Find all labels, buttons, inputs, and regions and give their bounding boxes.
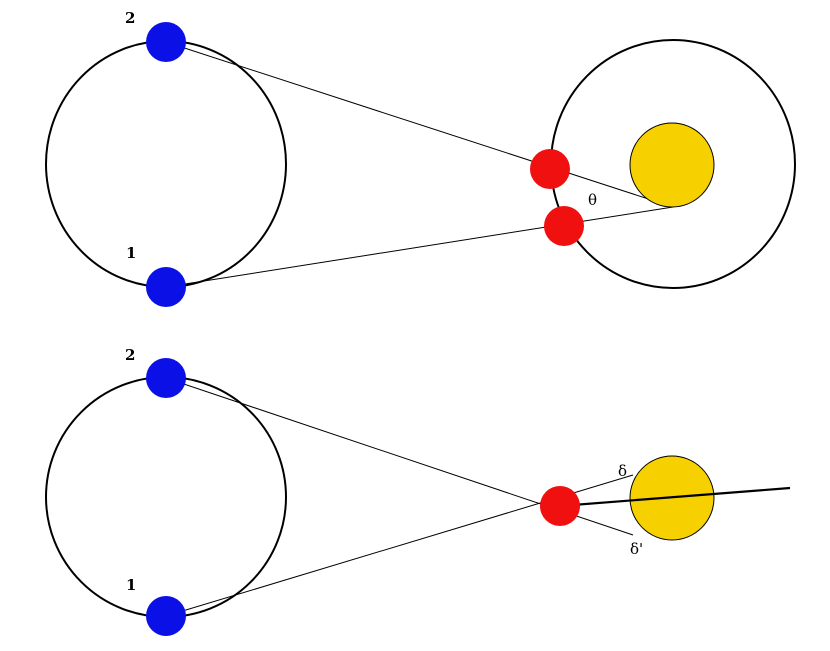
bottom-earth-label-1: 1 [126, 576, 136, 594]
top-earth-label-2: 2 [125, 9, 135, 27]
top-sight-line-from-2 [165, 41, 674, 208]
top-earth-position-1 [146, 267, 186, 307]
top-sun [629, 122, 715, 208]
top-planet-position-upper [530, 149, 570, 189]
bottom-earth-orbit [45, 376, 287, 618]
top-earth-position-2 [146, 22, 186, 62]
top-earth-orbit [45, 40, 287, 288]
bottom-earth-position-2 [146, 358, 186, 398]
top-earth-label-1: 1 [126, 244, 136, 262]
bottom-angle-label-delta: δ [618, 462, 627, 480]
bottom-reference-line [559, 486, 791, 508]
top-sight-line-from-1 [165, 206, 674, 288]
top-planet-position-lower [544, 206, 584, 246]
bottom-earth-position-1 [146, 596, 186, 636]
bottom-panel: 2 1 δ δ' [45, 346, 791, 636]
top-panel: 2 1 θ [45, 9, 796, 307]
bottom-earth-label-2: 2 [125, 346, 135, 364]
bottom-planet [540, 486, 580, 526]
bottom-angle-label-delta-prime: δ' [630, 540, 643, 558]
top-angle-label-theta: θ [588, 191, 597, 209]
